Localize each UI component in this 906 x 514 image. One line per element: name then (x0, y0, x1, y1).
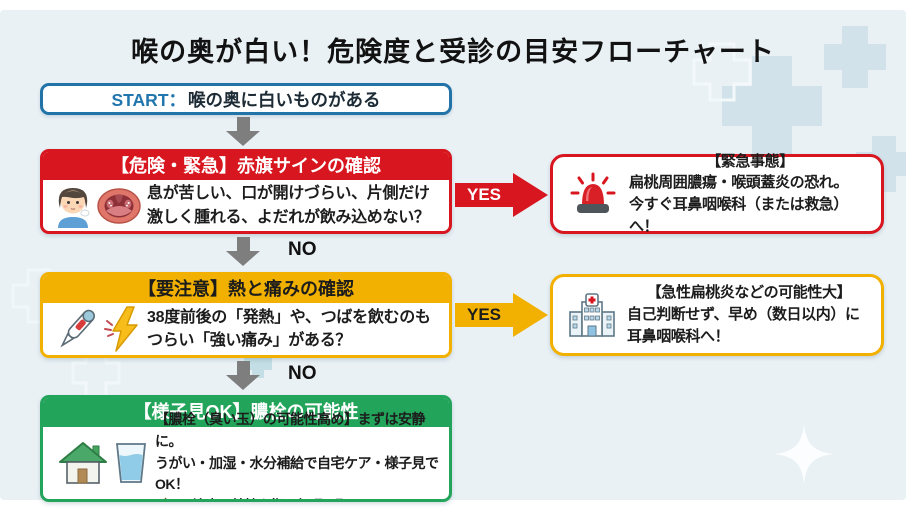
observe-advice: 【膿栓（臭い玉）の可能性高め】まずは安静に。 うがい・加湿・水分補給で自宅ケア・… (155, 409, 449, 499)
warning-triangle-icon (155, 497, 176, 499)
danger-question: 息が苦しい、口が開けづらい、片側だけ 激しく腫れる、よだれが飲み込めない？ (147, 182, 430, 228)
start-prefix: START： (111, 89, 187, 110)
page-title: 喉の奥が白い！危険度と受診の目安フローチャート (131, 37, 775, 67)
arrow-head (513, 173, 548, 217)
arrow-shaft (455, 183, 513, 207)
caution-question-line1: 38度前後の「発熱」や、つばを飲むのも (147, 308, 431, 326)
clinic-title: 【急性扁桃炎などの可能性大】 (646, 284, 852, 302)
danger-question-line2: 激しく腫れる、よだれが飲み込めない？ (147, 208, 430, 226)
flow-down-arrow-2 (226, 237, 260, 266)
clinic-line2: 耳鼻咽喉科へ！ (627, 327, 730, 345)
caution-check-body: 38度前後の「発熱」や、つばを飲むのも つらい「強い痛み」がある？ (43, 303, 449, 355)
emergency-line1: 扁桃周囲膿瘍・喉頭蓋炎の恐れ。 (629, 174, 849, 192)
danger-yes-arrow: YES (455, 173, 548, 217)
flow-down-arrow-3 (226, 361, 260, 390)
emergency-line2: 今すぐ耳鼻咽喉科（または救急）へ！ (629, 196, 849, 235)
observe-line2: うがい・加湿・水分補給で自宅ケア・様子見でOK！ (155, 454, 439, 493)
arrow-shaft (236, 117, 250, 131)
flow-down-arrow-1 (226, 117, 260, 146)
danger-check-body: 息が苦しい、口が開けづらい、片側だけ 激しく腫れる、よだれが飲み込めない？ (43, 180, 449, 231)
pain-lightning-icon (103, 305, 143, 353)
emergency-text: 【緊急事態】 扁桃周囲膿瘍・喉頭蓋炎の恐れ。 今すぐ耳鼻咽喉科（または救急）へ！ (629, 151, 871, 238)
clinic-line1: 自己判断せず、早め（数日以内）に (627, 306, 860, 324)
start-label: 喉の奥に白いものがある (188, 89, 381, 110)
observe-ok-header: 【様子見OK】膿栓の可能性 (43, 398, 449, 427)
danger-check-box: 【危険・緊急】赤旗サインの確認 (40, 149, 452, 234)
arrow-shaft (455, 303, 513, 327)
emergency-siren-icon (567, 171, 619, 217)
water-glass-icon (115, 442, 147, 484)
background-canvas: 喉の奥が白い！危険度と受診の目安フローチャート START： 喉の奥に白いものが… (0, 10, 906, 502)
caution-yes-arrow: YES (455, 293, 548, 337)
caution-check-box: 【要注意】熱と痛みの確認 (40, 272, 452, 358)
observe-ok-body: 【膿栓（臭い玉）の可能性高め】まずは安静に。 うがい・加湿・水分補給で自宅ケア・… (43, 411, 449, 499)
sparkle-decoration (774, 424, 834, 484)
hospital-building-icon (567, 292, 617, 338)
caution-no-label: NO (288, 363, 317, 384)
observe-line3: ※注意：綿棒や指で無理に取るのはNG！ (180, 496, 420, 499)
arrow-shaft (236, 361, 250, 375)
caution-check-header: 【要注意】熱と痛みの確認 (43, 275, 449, 303)
arrow-head (226, 131, 260, 146)
clinic-outcome-box: 【急性扁桃炎などの可能性大】 自己判断せず、早め（数日以内）に 耳鼻咽喉科へ！ (550, 274, 884, 356)
clinic-text: 【急性扁桃炎などの可能性大】 自己判断せず、早め（数日以内）に 耳鼻咽喉科へ！ (627, 282, 871, 347)
thermometer-icon (55, 305, 99, 353)
arrow-head (513, 293, 548, 337)
arrow-head (226, 251, 260, 266)
danger-check-header: 【危険・緊急】赤旗サインの確認 (43, 152, 449, 180)
emergency-outcome-box: 【緊急事態】 扁桃周囲膿瘍・喉頭蓋炎の恐れ。 今すぐ耳鼻咽喉科（または救急）へ！ (550, 153, 884, 235)
caution-yes-label: YES (466, 305, 502, 324)
emergency-title: 【緊急事態】 (706, 152, 794, 170)
worried-boy-face-icon (55, 184, 91, 228)
danger-yes-label: YES (466, 185, 502, 204)
arrow-shaft (236, 237, 250, 251)
observe-note: ※注意：綿棒や指で無理に取るのはNG！ (155, 496, 449, 499)
danger-no-label: NO (288, 239, 317, 260)
home-icon (59, 442, 107, 484)
caution-question-line2: つらい「強い痛み」がある？ (147, 332, 352, 349)
arrow-head (226, 375, 260, 390)
open-mouth-throat-icon (96, 187, 142, 225)
danger-question-line1: 息が苦しい、口が開けづらい、片側だけ (147, 185, 430, 203)
start-box: START： 喉の奥に白いものがある (40, 83, 452, 115)
observe-ok-box: 【様子見OK】膿栓の可能性 【膿 (40, 395, 452, 502)
caution-question: 38度前後の「発熱」や、つばを飲むのも つらい「強い痛み」がある？ (147, 306, 431, 352)
observe-line1: 【膿栓（臭い玉）の可能性高め】まずは安静に。 (155, 411, 426, 449)
